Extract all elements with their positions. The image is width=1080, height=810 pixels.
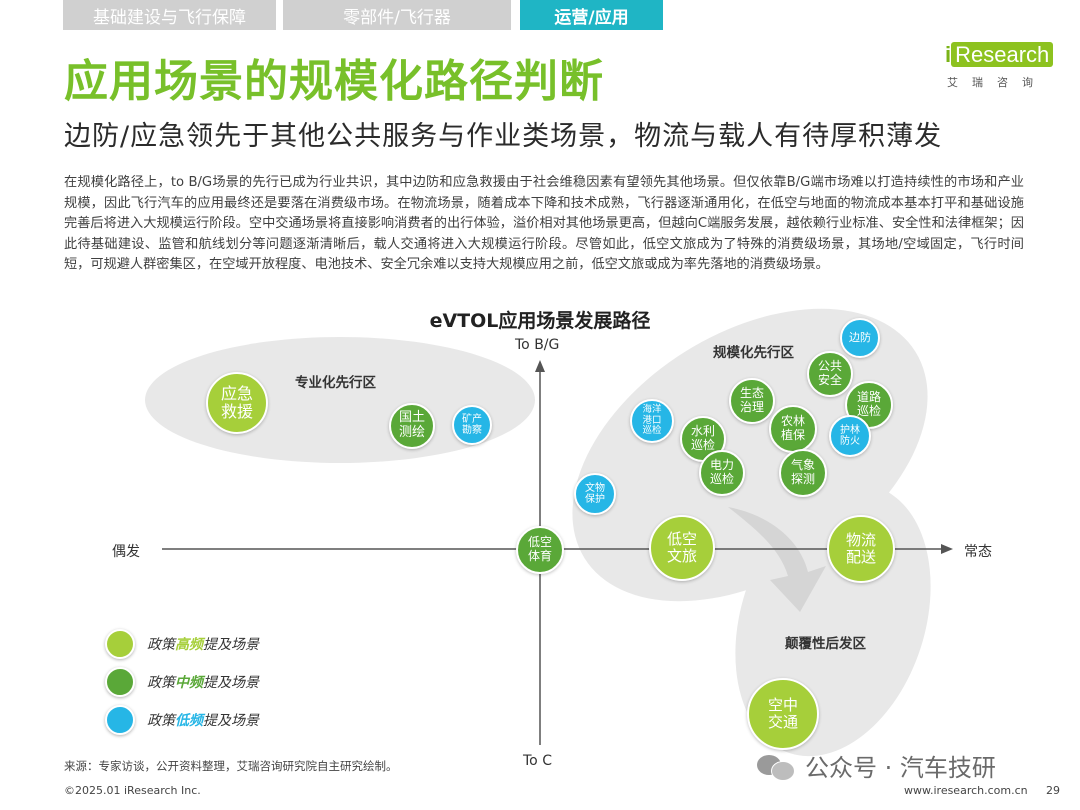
zone-label-disruptive: 颠覆性后发区 <box>785 636 866 652</box>
axis-label-right: 常态 <box>964 544 992 560</box>
zone-label-specialized: 专业化先行区 <box>295 375 376 391</box>
legend-low: 政策低频提及场景 <box>105 705 259 735</box>
node-emergency-rescue: 应急 救援 <box>206 372 268 434</box>
axis-label-bottom: To C <box>523 753 552 769</box>
vertical-axis-arrowhead <box>535 360 545 372</box>
node-ecology: 生态 治理 <box>729 378 775 424</box>
horizontal-axis-arrowhead <box>941 544 953 554</box>
node-power-inspection: 电力 巡检 <box>699 450 745 496</box>
node-heritage: 文物 保护 <box>574 473 616 515</box>
transition-arrow <box>728 507 826 612</box>
node-air-traffic: 空中 交通 <box>747 678 819 750</box>
tab-infrastructure[interactable]: 基础建设与飞行保障 <box>63 0 276 30</box>
page-subtitle: 边防/应急领先于其他公共服务与作业类场景，物流与载人有待厚积薄发 <box>64 121 943 152</box>
node-sports: 低空 体育 <box>516 526 564 574</box>
legend-high: 政策高频提及场景 <box>105 629 259 659</box>
node-water-inspection: 水利 巡检 <box>680 416 726 462</box>
node-border-defense: 边防 <box>840 318 880 358</box>
source-note: 来源：专家访谈，公开资料整理，艾瑞咨询研究院自主研究绘制。 <box>64 759 398 773</box>
node-logistics: 物流 配送 <box>827 515 895 583</box>
watermark: 公众号 · 汽车技研 <box>757 748 996 783</box>
node-land-survey: 国土 测绘 <box>389 403 435 449</box>
page-number: 29 <box>1046 784 1060 797</box>
legend-dot-low <box>105 705 135 735</box>
footer-copyright: ©2025.01 iResearch Inc. <box>64 784 201 797</box>
footer-site-link[interactable]: www.iresearch.com.cn <box>904 784 1028 797</box>
node-weather: 气象 探测 <box>779 449 827 497</box>
axis-label-top: To B/G <box>515 337 560 353</box>
node-tourism: 低空 文旅 <box>649 515 715 581</box>
body-paragraph: 在规模化路径上，to B/G场景的先行已成为行业共识，其中边防和应急救援由于社会… <box>64 175 1024 272</box>
page-title: 应用场景的规模化路径判断 <box>64 56 604 107</box>
axis-label-left: 偶发 <box>112 544 140 560</box>
node-port-inspection: 海洋 港口 巡检 <box>630 399 674 443</box>
node-mineral-exploration: 矿产 勘察 <box>452 405 492 445</box>
wechat-icon <box>757 751 795 781</box>
legend-dot-mid <box>105 667 135 697</box>
node-crop-protection: 农林 植保 <box>769 405 817 453</box>
tab-components[interactable]: 零部件/飞行器 <box>283 0 511 30</box>
node-forest-fire: 护林 防火 <box>829 415 871 457</box>
diagram-title: eVTOL应用场景发展路径 <box>429 310 651 332</box>
legend-dot-high <box>105 629 135 659</box>
legend-mid: 政策中频提及场景 <box>105 667 259 697</box>
tab-operations[interactable]: 运营/应用 <box>520 0 663 30</box>
zone-label-scale: 规模化先行区 <box>713 345 794 361</box>
node-public-safety: 公共 安全 <box>807 351 853 397</box>
